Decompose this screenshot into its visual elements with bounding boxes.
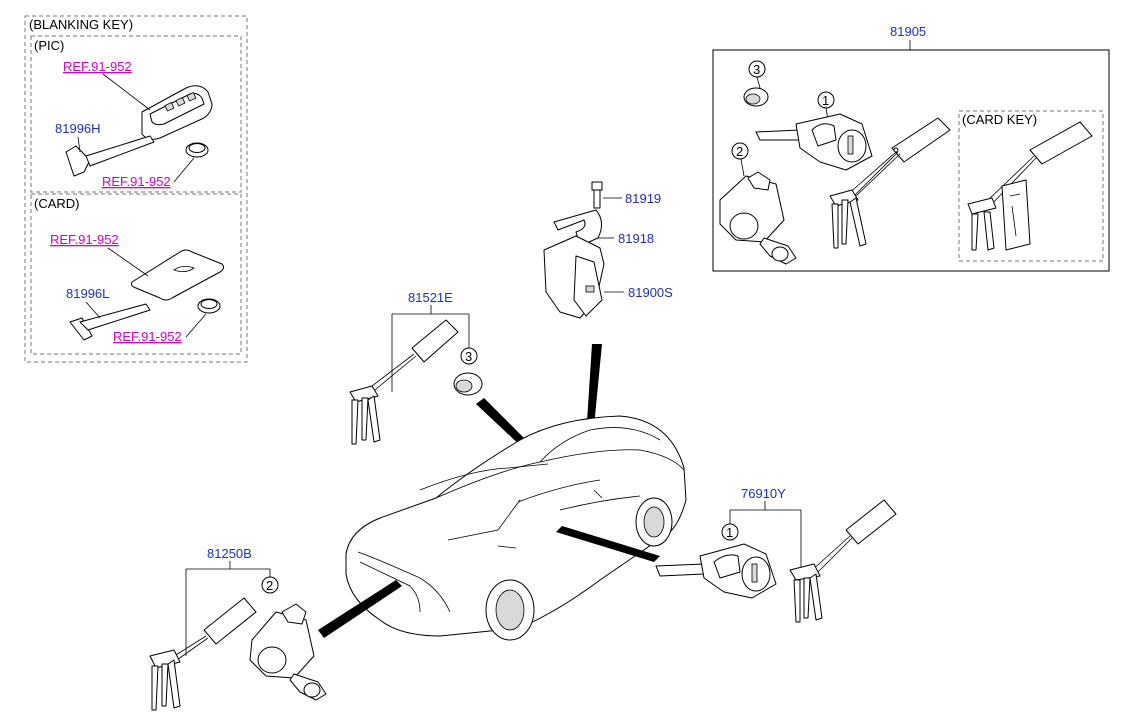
door-lock-set-group: 76910Y 1 [556, 486, 897, 623]
bolt-icon [591, 181, 603, 209]
ref-label-4: REF.91-952 [113, 329, 182, 344]
smart-key-fob-icon [141, 85, 213, 140]
part-81996L-label: 81996L [66, 286, 109, 301]
part-81905-label: 81905 [890, 24, 926, 39]
lock-cap-icon-a [743, 87, 769, 107]
callout-3-a-text: 3 [753, 62, 760, 77]
card-frame [30, 193, 242, 355]
callout-3-b-text: 3 [465, 349, 472, 364]
steering-lock-body-icon [543, 235, 605, 319]
coin-battery-icon-1 [185, 142, 209, 158]
trunk-lock-cylinder-icon-a [719, 171, 797, 265]
pointer-arrow-trunk [318, 580, 402, 638]
part-81250B-label: 81250B [207, 546, 252, 561]
card-label: (CARD) [34, 196, 80, 211]
part-76910Y-label: 76910Y [741, 486, 786, 501]
callout-1-b-text: 1 [726, 525, 733, 540]
ref-label-3: REF.91-952 [50, 232, 119, 247]
trunk-lock-cylinder-icon-b [249, 603, 327, 701]
part-81521E-label: 81521E [408, 290, 453, 305]
key-set-tag-icon-b [349, 319, 459, 445]
sedan-car-icon [345, 415, 687, 641]
blanking-key-group: (BLANKING KEY) (PIC) (CARD) REF.91-952 8… [24, 15, 248, 363]
blanking-key-h-icon [65, 135, 155, 177]
key-set-tag-icon-d [149, 597, 257, 711]
lock-cap-icon-b [453, 372, 483, 396]
pointer-arrow-door [556, 526, 660, 562]
blanking-key-frame [24, 15, 248, 363]
part-81900S-label: 81900S [628, 285, 673, 300]
key-set-tag-icon-c [789, 499, 897, 623]
card-key-set-icon [967, 121, 1093, 251]
smart-card-icon [131, 249, 225, 301]
trunk-lock-set-group: 81250B 2 [149, 546, 402, 711]
pic-label: (PIC) [34, 38, 64, 53]
part-81919-label: 81919 [625, 191, 661, 206]
part-81996H-label: 81996H [55, 121, 101, 136]
ref-label-2: REF.91-952 [102, 174, 171, 189]
door-lock-cylinder-icon-b [655, 543, 777, 599]
callout-3-b [460, 347, 478, 365]
ref-label-1: REF.91-952 [63, 59, 132, 74]
key-cap-set-group: 81521E 3 [349, 290, 548, 464]
key-set-tag-icon-a [829, 117, 951, 249]
callout-2-b [261, 576, 279, 594]
door-lock-cylinder-icon-a [755, 113, 873, 171]
callout-2-a [731, 142, 749, 160]
pic-frame [30, 35, 242, 193]
callout-2-a-text: 2 [736, 144, 743, 159]
coin-battery-icon-2 [197, 298, 221, 314]
part-81905-frame [712, 49, 1110, 272]
part-81918-label: 81918 [618, 231, 654, 246]
card-key-label: (CARD KEY) [962, 112, 1037, 127]
ignition-lock-set-group: 81905 (CARD KEY) 3 1 2 [712, 24, 1110, 272]
callout-1-a-text: 1 [822, 93, 829, 108]
callout-2-b-text: 2 [266, 578, 273, 593]
blanking-key-l-icon [69, 303, 151, 341]
callout-1-b [721, 523, 739, 541]
blanking-key-label: (BLANKING KEY) [29, 17, 133, 32]
card-key-frame [958, 110, 1104, 262]
